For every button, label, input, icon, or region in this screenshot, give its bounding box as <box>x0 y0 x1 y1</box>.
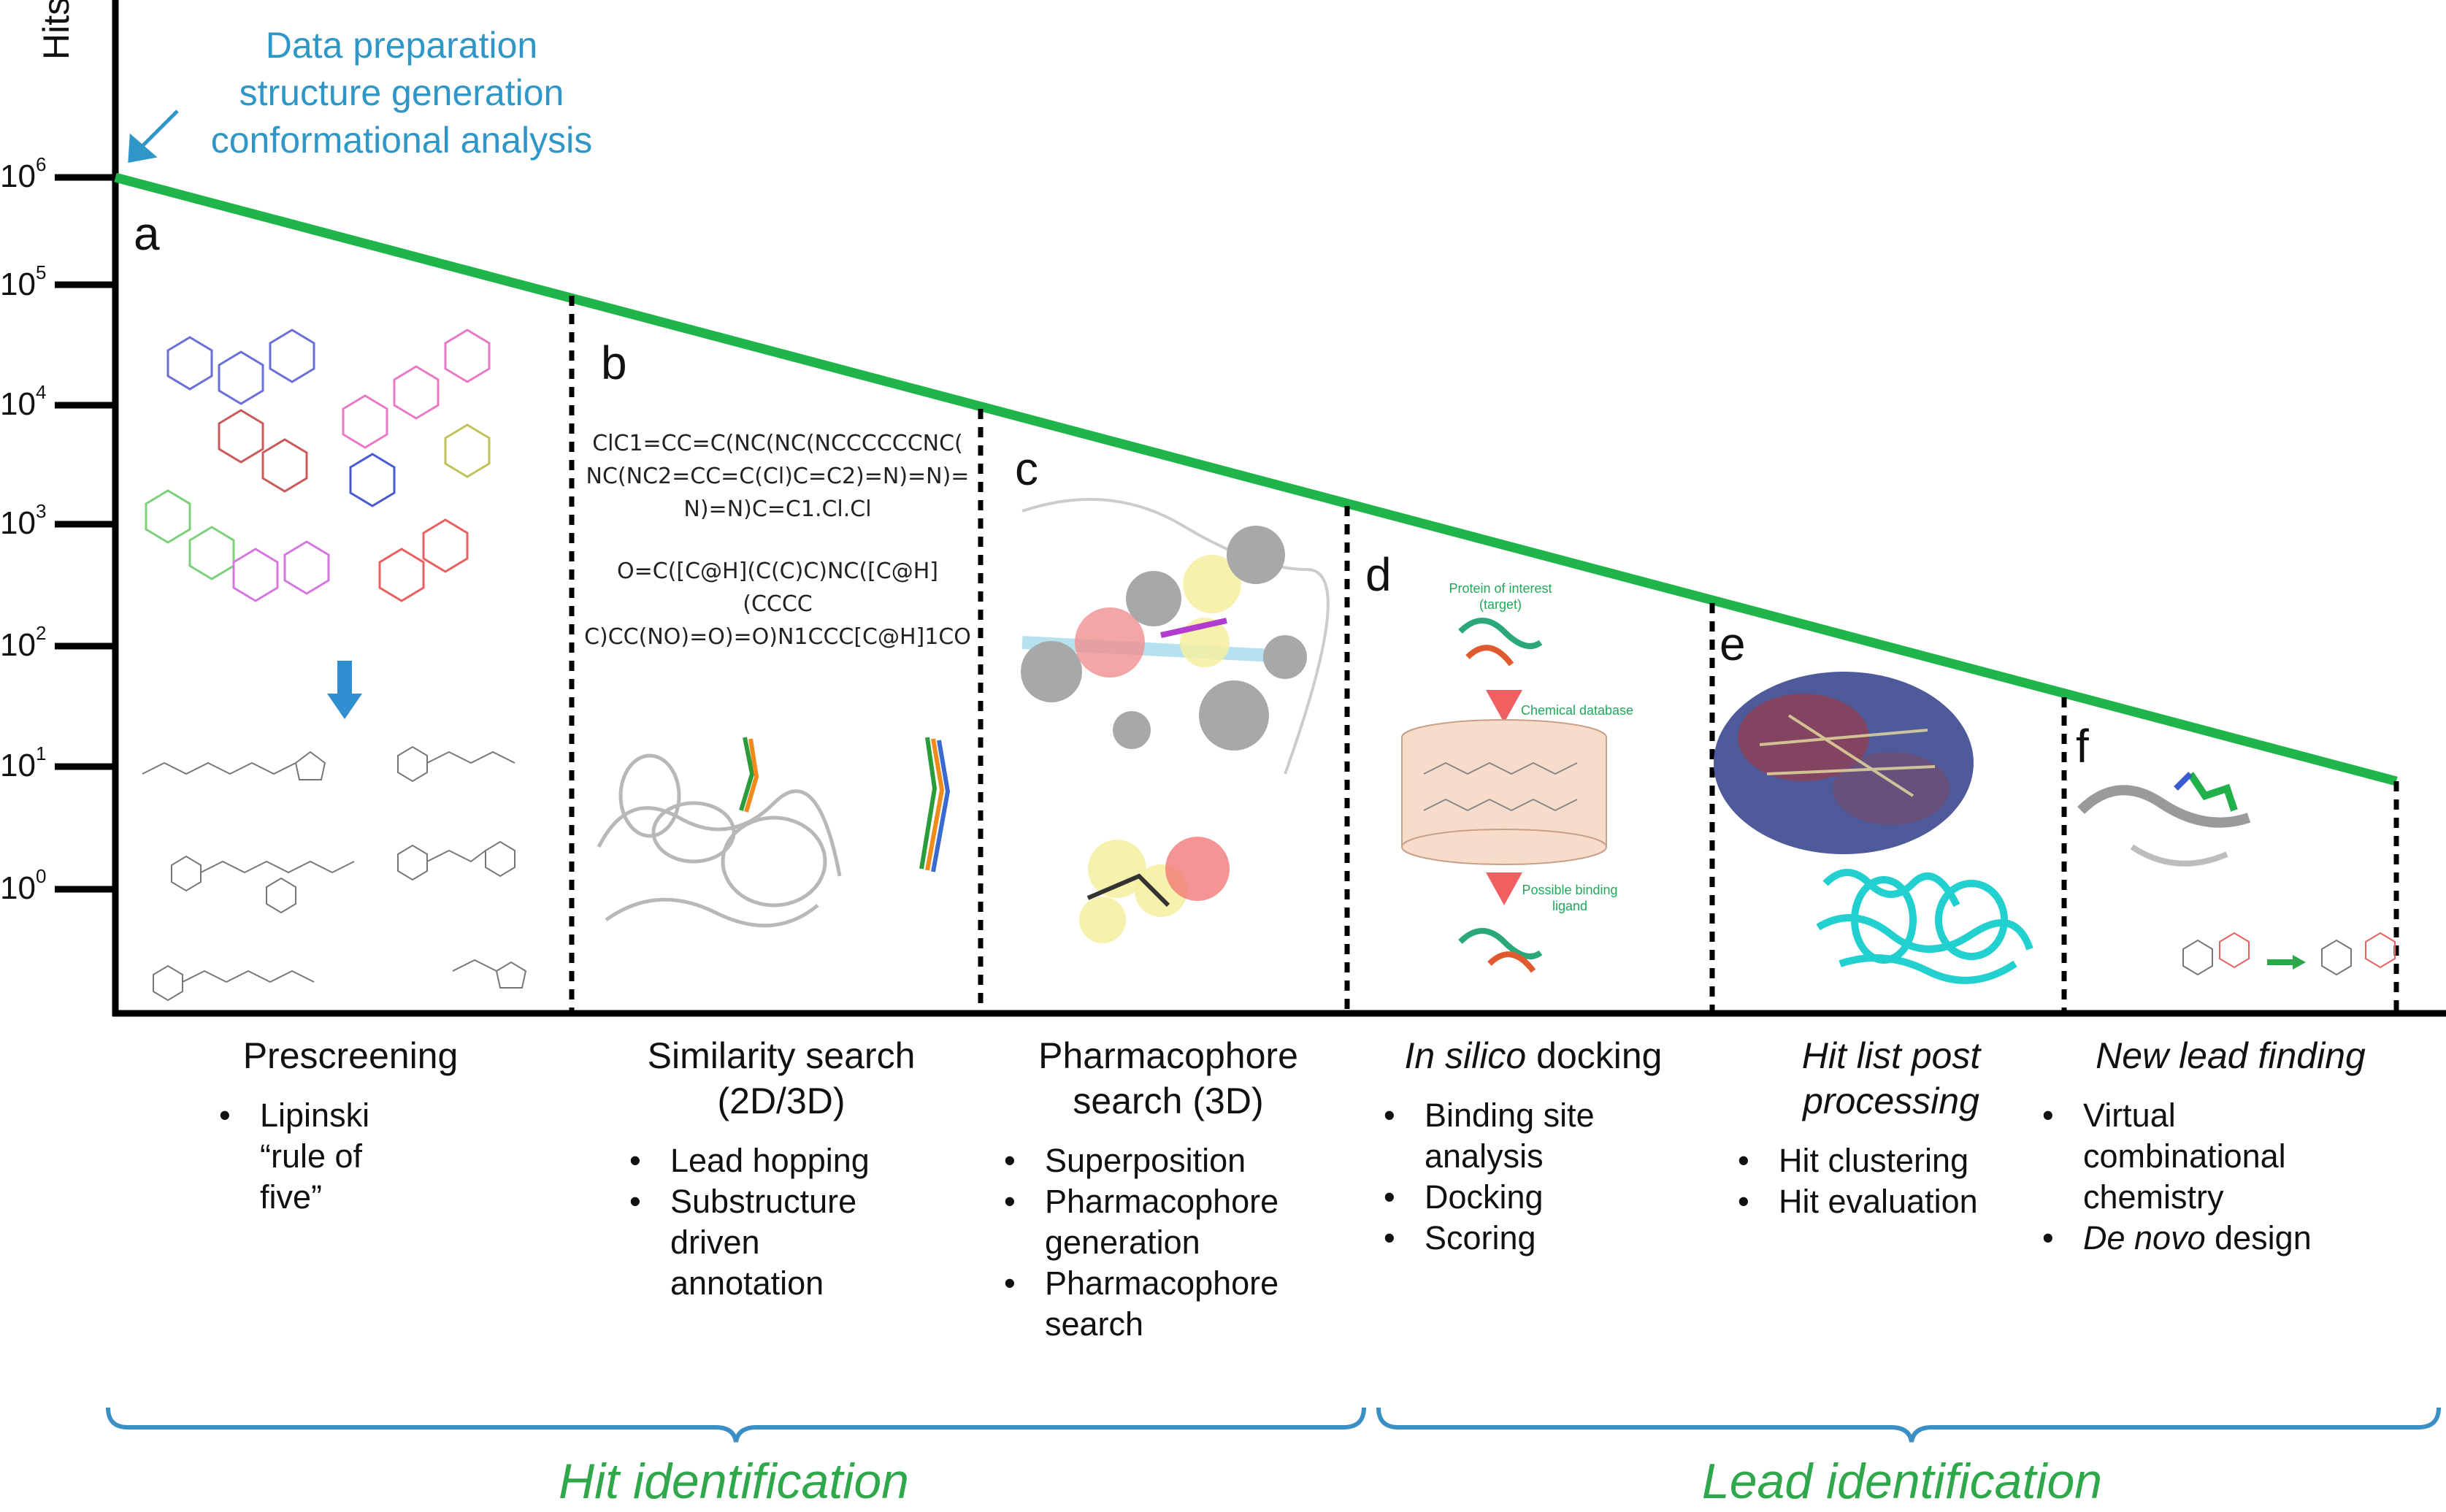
stage-title-docking: In silico docking <box>1404 1035 1663 1076</box>
stage-title-prescreening: Prescreening <box>242 1035 459 1076</box>
panel-c-pharmacophore-model <box>1021 498 1330 943</box>
down-arrow-icon <box>327 661 362 719</box>
bullet-item: Docking <box>1384 1177 1595 1218</box>
panel-d-docking-flow <box>1401 618 1607 973</box>
y-tick-label-1: 101 <box>0 742 47 783</box>
stage-title-new-lead-finding: New lead finding <box>2096 1035 2366 1076</box>
panel-letter-a: a <box>134 207 160 260</box>
hit-identification-label: Hit identification <box>558 1454 910 1509</box>
flow-label-database: Chemical database <box>1520 703 1634 718</box>
y-tick-label-0: 100 <box>0 865 47 906</box>
lead-identification-bracket <box>1376 1407 2441 1443</box>
y-tick-label-3: 103 <box>0 500 47 541</box>
hit-list-bullets: Hit clustering Hit evaluation <box>1738 1140 1978 1222</box>
panel-e-protein-cartoon <box>1816 869 2033 984</box>
hit-identification-bracket <box>106 1407 1366 1443</box>
y-tick-label-6: 106 <box>0 153 47 194</box>
panel-b-protein-structure <box>597 753 842 928</box>
flow-label-protein: Protein of interest(target) <box>1449 581 1552 612</box>
lead-identification-label: Lead identification <box>1701 1454 2103 1509</box>
stage-separators <box>569 296 2399 1013</box>
panel-f-molecule-transform <box>2182 932 2396 976</box>
panel-b-ligand-overlay <box>739 737 951 872</box>
bullet-item: De novo design <box>2042 1218 2312 1259</box>
stage-title-similarity-search: Similarity search(2D/3D) <box>647 1035 916 1121</box>
panel-letter-b: b <box>601 337 627 389</box>
bullet-item: Scoring <box>1384 1218 1595 1259</box>
bullet-item: Lead hopping <box>629 1140 870 1181</box>
y-tick-label-2: 102 <box>0 622 47 663</box>
hits-decline-line <box>114 172 2398 786</box>
panel-a-molecules <box>145 329 491 602</box>
similarity-search-bullets: Lead hopping Substructuredrivenannotatio… <box>629 1140 870 1304</box>
panel-f-lead-structure <box>2077 772 2251 867</box>
panel-b-smiles: ClC1=CC=C(NC(NC(NCCCCCCNC( NC(NC2=CC=C(C… <box>584 431 971 650</box>
data-preparation-annotation: Data preparation structure generation co… <box>210 25 593 161</box>
panel-a-small-molecules <box>142 745 527 1002</box>
y-ticks <box>55 174 115 893</box>
panel-letter-d: d <box>1365 548 1392 601</box>
panel-letter-e: e <box>1720 618 1746 670</box>
y-tick-label-5: 105 <box>0 261 47 302</box>
panel-letter-c: c <box>1015 442 1038 495</box>
panel-e-binding-surface <box>1714 672 1974 854</box>
y-axis-label: Hits <box>36 0 77 60</box>
panel-letter-f: f <box>2076 720 2089 772</box>
bullet-item: Hit clustering <box>1738 1140 1978 1181</box>
annotation-arrow <box>128 110 179 164</box>
bullet-item: Superposition <box>1004 1140 1278 1181</box>
y-tick-label-4: 104 <box>0 381 47 422</box>
bullet-item: Hit evaluation <box>1738 1181 1978 1222</box>
